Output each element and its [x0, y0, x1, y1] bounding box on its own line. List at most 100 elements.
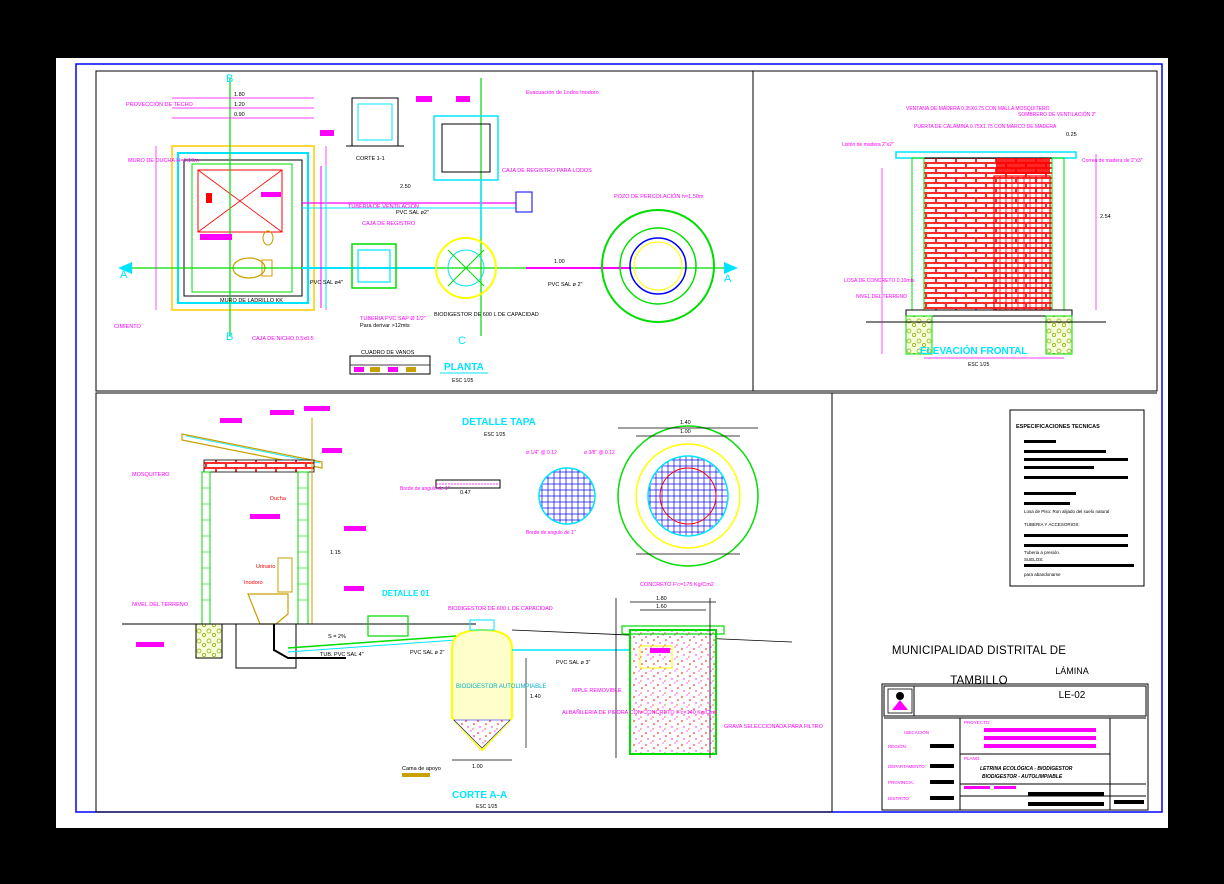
- drawing-g: [930, 744, 1144, 806]
- lbl-caja-lodos: CAJA DE REGISTRO PARA LODOS: [502, 168, 592, 174]
- corte-aa-view: MOSQUITERO NIVEL DEL TERRENO BIODIGESTOR…: [122, 406, 824, 810]
- drawing-circle: [896, 692, 904, 700]
- tb-region: REGIÓN:: [888, 743, 907, 749]
- drawing-rect: [984, 744, 1096, 748]
- drawing-g: MURO DE LADRILLO KK PVC SAL ø2" PVC SAL …: [220, 92, 583, 356]
- drawing-circle: [619, 227, 697, 305]
- urinal: [262, 230, 274, 246]
- lbl-correa: Correa de madera de 2"x3": [1082, 158, 1143, 164]
- tb-departamento: DEPARTAMENTO:: [888, 764, 926, 769]
- cut-a-right: A: [724, 273, 732, 285]
- tapa-borde-1: Borde de angulo de 1": [400, 486, 450, 492]
- dim-254: 2.54: [1100, 214, 1111, 220]
- drawing-rect: [1024, 492, 1076, 495]
- lbl-losa: LOSA DE CONCRETO 0.10mts: [844, 278, 915, 284]
- drawing-rect: [621, 625, 725, 635]
- drawing-polygon: [118, 262, 132, 274]
- lbl-niple: NIPLE REMOVIBLE: [572, 688, 622, 694]
- drawing-g: MOSQUITERO NIVEL DEL TERRENO BIODIGESTOR…: [132, 472, 824, 730]
- corte-aa-title: CORTE A-A: [452, 790, 507, 801]
- drawing-rect: [883, 685, 1147, 717]
- drawing-rect: [1028, 802, 1104, 806]
- corte-wall-left: [201, 471, 211, 625]
- lbl-grava: GRAVA SELECCIONADA PARA FILTRO: [724, 724, 824, 730]
- drawing-line: [185, 435, 321, 464]
- drawing-rect: [357, 103, 393, 141]
- drawing-rect: [469, 619, 495, 631]
- drawing-rect: [304, 406, 330, 411]
- drawing-rect: [344, 526, 366, 531]
- lbl-proveccion: PROVECCIÓN DE TECHO: [126, 101, 194, 108]
- drawing-rect: [441, 123, 491, 173]
- drawing-rect: [370, 367, 380, 372]
- lbl-puerta: PUERTA DE CALAMINA 0.75X1.75 CON MARCO D…: [914, 124, 1057, 130]
- drawing-rect: [1024, 440, 1056, 443]
- drawing-rect: [344, 586, 364, 591]
- drawing-rect: [1024, 476, 1128, 479]
- dim-180: 1.80: [234, 92, 245, 98]
- drawing-g: VENTANA DE MADERA 0.35X0.75 CON MALLA MO…: [842, 106, 1143, 300]
- panel-corte: [95, 392, 833, 813]
- drawing-rect: [930, 796, 954, 800]
- drawing-g: ø 1/4" @ 0.12 ø 3/8" @ 0.12 Borde de ang…: [400, 450, 615, 536]
- drawing-circle: [447, 249, 485, 287]
- lamina-value: LE-02: [1058, 690, 1086, 701]
- lbl-muro-ducha: MURO DE DUCHA H=0.10m: [128, 158, 199, 164]
- planta-scale: ESC 1/25: [452, 378, 474, 384]
- dim-250: 2.50: [400, 184, 411, 190]
- drawing-sheet: PROVECCIÓN DE TECHO MURO DE DUCHA H=0.10…: [56, 58, 1168, 828]
- drawing-rect: [357, 249, 391, 283]
- lbl-pvc-2-corte: PVC SAL ø 2": [410, 650, 445, 656]
- planta-title: PLANTA: [444, 362, 484, 373]
- losa-concreto: [905, 309, 1073, 317]
- lbl-pvc2b: PVC SAL ø 2": [548, 282, 583, 288]
- drawing-rect: [200, 234, 232, 240]
- corte-11-box: [351, 97, 399, 147]
- corte-toilet: [247, 593, 289, 625]
- tapa-dim-140: 1.40: [680, 420, 691, 426]
- dim-corte-160: 1.60: [656, 604, 667, 610]
- elevacion-title: ELEVACIÓN FRONTAL: [920, 344, 1027, 357]
- drawing-rect: [277, 557, 293, 593]
- biodigestor-plan: [435, 237, 497, 299]
- drawing-g: Ducha Urinario Inodoro: [244, 496, 287, 586]
- drawing-rect: [320, 130, 334, 136]
- dim-090: 0.90: [234, 112, 245, 118]
- lbl-liston: Listón de madera 2"x2": [842, 142, 894, 148]
- drawing-rect: [650, 648, 670, 653]
- drawing-circle: [659, 467, 717, 525]
- wall-right-col: [1051, 157, 1065, 311]
- drawing-rect: [1028, 792, 1104, 796]
- lamina-label: LÁMINA: [1055, 666, 1089, 676]
- drawing-rect: [322, 448, 342, 453]
- tapa-fierro-1: ø 1/4" @ 0.12: [526, 450, 557, 456]
- drawing-g: PROVECCIÓN DE TECHO MURO DE DUCHA H=0.10…: [114, 90, 704, 342]
- spec-tuberia-h: TUBERIA Y ACCESORIOS:: [1024, 522, 1080, 527]
- corte-wall-right: [297, 471, 309, 625]
- tb-distrito: DISTRITO:: [888, 796, 910, 801]
- drawing-circle: [633, 241, 683, 291]
- drawing-g: [964, 728, 1096, 789]
- drawing-rect: [456, 96, 470, 102]
- elevacion-scale: ESC 1/25: [968, 362, 990, 368]
- drawing-g: UBICACIÓN PROYECTO: REGIÓN: DEPARTAMENTO…: [888, 720, 990, 801]
- caja-lodos-plan: [433, 115, 499, 181]
- lbl-cuadro-vanos: CUADRO DE VANOS: [361, 350, 415, 356]
- lbl-tuberia-pvc: TUBERIA PVC SAP Ø 1/2": [360, 316, 426, 322]
- plan-inner-green: [191, 163, 293, 293]
- lbl-pozo: POZO DE PERCOLACIÓN h=1.50m: [614, 193, 704, 200]
- spec-losa: Losa de Piso: Ron alijado del suelo natu…: [1024, 509, 1109, 514]
- drawing-rect: [984, 728, 1096, 732]
- pozo-section: [629, 629, 717, 755]
- caja-registro-plan: [351, 243, 397, 289]
- dim-025: 0.25: [1066, 132, 1077, 138]
- tapa-dim-047: 0.47: [460, 490, 471, 496]
- tapa-dim-100: 1.00: [680, 429, 691, 435]
- pozo-outer: [601, 209, 715, 323]
- drawing-rect: [994, 786, 1016, 789]
- tapa-fierro-2: ø 3/8" @ 0.12: [584, 450, 615, 456]
- detalle-01-box: [367, 615, 409, 637]
- spec-suelos-h: SUELOS:: [1024, 557, 1044, 562]
- detalle-01-title: DETALLE 01: [382, 589, 430, 598]
- lbl-muro-ladrillo: MURO DE LADRILLO KK: [220, 298, 283, 304]
